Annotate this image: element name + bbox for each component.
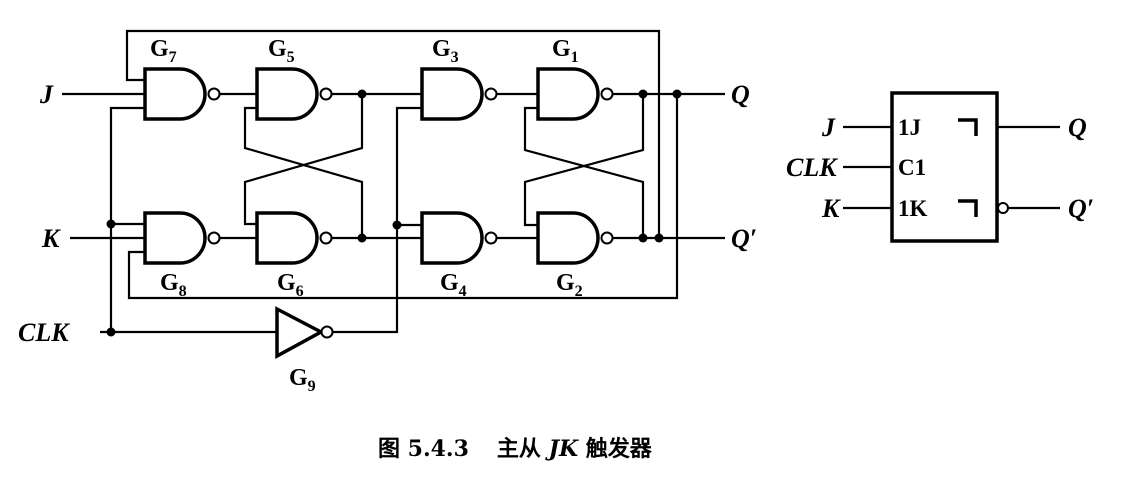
nand-gates [143,67,614,359]
label-g8: G8 [160,270,187,300]
postponed-output-mark [958,118,978,136]
symbol-pin-c1: C1 [898,155,926,180]
signal-k: K [41,224,61,253]
label-g5: G5 [268,36,295,66]
label-g7: G7 [150,36,177,66]
gate-g4 [420,211,484,265]
symbol-signal-q: Q [1068,113,1087,142]
jk-flipflop-symbol: 1J C1 1K J CLK K Q Q′ [786,91,1094,243]
signal-q: Q [731,80,750,109]
signal-clk: CLK [18,318,70,347]
symbol-signal-k: K [821,194,841,223]
signal-q-not: Q′ [731,224,757,253]
gate-g2 [536,211,600,265]
gate-g5 [255,67,319,121]
symbol-signal-q-not: Q′ [1068,194,1094,223]
gate-g3 [420,67,484,121]
label-g2: G2 [556,270,583,300]
wires [62,29,725,334]
gate-g1 [536,67,600,121]
gate-g8 [143,211,207,265]
symbol-pin-1j: 1J [898,115,921,140]
label-g9: G9 [289,365,316,395]
symbol-signal-j: J [821,113,836,142]
inverter-g9 [275,306,325,359]
label-g4: G4 [440,270,467,300]
symbol-signal-clk: CLK [786,153,838,182]
label-g6: G6 [277,270,304,300]
label-g3: G3 [432,36,459,66]
gate-g7 [143,67,207,121]
symbol-pin-1k: 1K [898,196,928,221]
label-g1: G1 [552,36,579,66]
gate-g6 [255,211,319,265]
signal-j: J [39,80,54,109]
junction-dots [106,89,682,337]
postponed-output-mark [958,199,978,217]
